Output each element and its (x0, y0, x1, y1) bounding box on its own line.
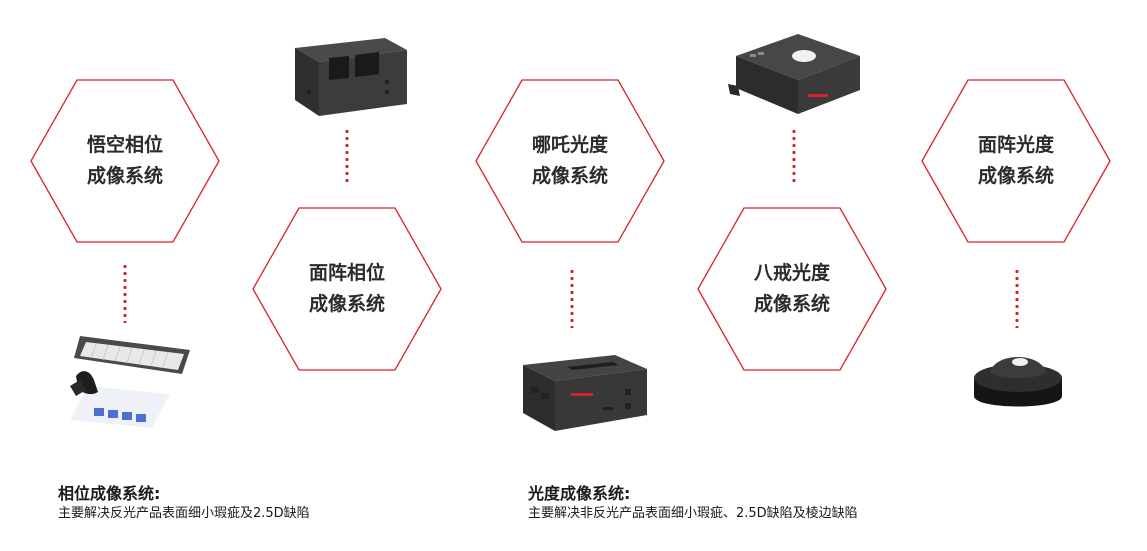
hexagon-label-line1: 面阵相位 (308, 262, 385, 284)
hexagon-area-phase: 面阵相位 成像系统 (252, 207, 442, 371)
hexagon-label-line1: 悟空相位 (86, 134, 163, 156)
bar-light-with-hand-image (60, 330, 200, 430)
hexagon-label-line2: 成像系统 (531, 165, 608, 187)
photometric-imaging-text: 主要解决非反光产品表面细小瑕疵、2.5D缺陷及棱边缺陷 (528, 506, 858, 521)
dotted-connector (570, 268, 574, 328)
hexagon-outline (252, 207, 442, 371)
hexagon-outline (921, 79, 1111, 243)
hexagon-outline (30, 79, 220, 243)
dotted-connector (123, 263, 127, 323)
hexagon-label-line2: 成像系统 (753, 293, 830, 315)
hexagon-bajie-photometric: 八戒光度 成像系统 (697, 207, 887, 371)
hexagon-label-line2: 成像系统 (86, 165, 163, 187)
phase-imaging-description: 相位成像系统: 主要解决反光产品表面细小瑕疵及2.5D缺陷 (58, 483, 310, 523)
hexagon-label-line1: 八戒光度 (753, 262, 830, 284)
hexagon-label-line1: 哪吒光度 (531, 134, 608, 156)
hexagon-label: 面阵相位 成像系统 (252, 207, 442, 371)
hexagon-outline (475, 79, 665, 243)
hexagon-label: 面阵光度 成像系统 (921, 79, 1111, 243)
phase-imaging-text: 主要解决反光产品表面细小瑕疵及2.5D缺陷 (58, 506, 310, 521)
open-box-enclosure-image (285, 30, 410, 118)
dotted-connector (792, 128, 796, 184)
hexagon-label: 八戒光度 成像系统 (697, 207, 887, 371)
enclosure-unit-image (515, 345, 655, 433)
square-light-unit-image (728, 20, 862, 116)
hexagon-label-line2: 成像系统 (308, 293, 385, 315)
hexagon-nezha-photometric: 哪吒光度 成像系统 (475, 79, 665, 243)
photometric-imaging-description: 光度成像系统: 主要解决非反光产品表面细小瑕疵、2.5D缺陷及棱边缺陷 (528, 483, 858, 523)
photometric-imaging-title: 光度成像系统: (528, 484, 631, 503)
hexagon-label: 哪吒光度 成像系统 (475, 79, 665, 243)
hexagon-label: 悟空相位 成像系统 (30, 79, 220, 243)
phase-imaging-title: 相位成像系统: (58, 484, 161, 503)
hexagon-area-photometric: 面阵光度 成像系统 (921, 79, 1111, 243)
hexagon-label-line2: 成像系统 (977, 165, 1054, 187)
dome-light-image (970, 342, 1066, 418)
hexagon-wukong-phase: 悟空相位 成像系统 (30, 79, 220, 243)
dotted-connector (1015, 268, 1019, 328)
hexagon-label-line1: 面阵光度 (977, 134, 1054, 156)
dotted-connector (345, 128, 349, 184)
hexagon-outline (697, 207, 887, 371)
